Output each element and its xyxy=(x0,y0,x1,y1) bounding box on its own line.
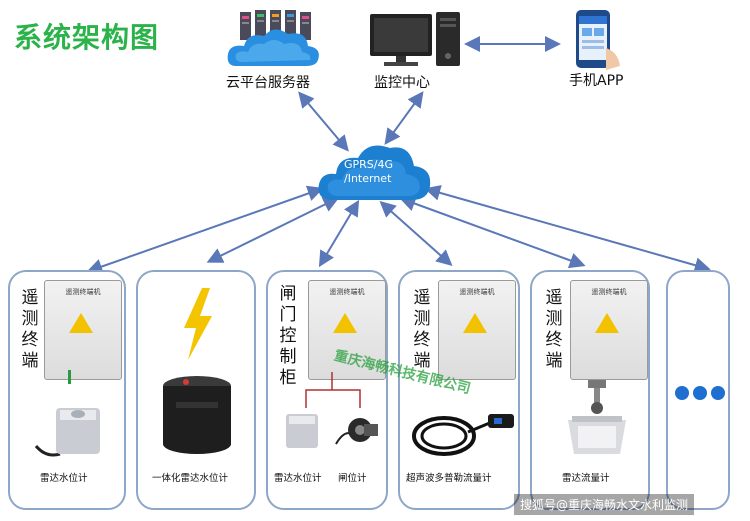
cabinet-name: 遥测终端机 xyxy=(329,288,365,296)
arrow-network-panel2 xyxy=(206,197,340,263)
warning-icon xyxy=(69,313,93,333)
more-dots-icon xyxy=(675,386,725,400)
panel-4-side-text: 遥 测 终 端 xyxy=(413,288,431,371)
panel-4-caption: 超声波多普勒流量计 xyxy=(406,473,492,484)
rtu-cabinet: 遥测终端机 xyxy=(570,280,648,380)
arrow-server-network xyxy=(298,91,349,152)
radar-flowmeter-icon xyxy=(568,380,626,454)
panel-1-side-text: 遥 测 终 端 xyxy=(21,288,39,371)
lightning-icon xyxy=(184,288,212,360)
rtu-cabinet: 遥测终端机 xyxy=(44,280,122,380)
monitor-center-label: 监控中心 xyxy=(374,75,430,91)
cloud-server-icon xyxy=(226,8,322,72)
warning-icon xyxy=(333,313,357,333)
sohu-credit: 搜狐号@重庆海畅水文水利监测 xyxy=(514,494,695,515)
arrow-network-panel5 xyxy=(399,195,586,269)
cabinet-name: 遥测终端机 xyxy=(459,288,495,296)
gate-position-sensor-icon xyxy=(335,418,378,445)
cabinet-name: 遥测终端机 xyxy=(591,288,627,296)
terminal-panel-1: 遥 测 终 端 遥测终端机 雷达水位计 xyxy=(8,270,126,510)
warning-icon xyxy=(463,313,487,333)
rtu-cabinet: 遥测终端机 xyxy=(438,280,516,380)
arrow-network-panel6 xyxy=(424,185,711,273)
terminal-panel-5: 遥 测 终 端 遥测终端机 雷达流量计 xyxy=(530,270,650,510)
arrow-network-panel4 xyxy=(379,201,453,266)
doppler-flowmeter-icon xyxy=(412,414,514,456)
panel-3-caption-2: 闸位计 xyxy=(338,473,367,484)
more-terminals-panel xyxy=(666,270,730,510)
panel-3-caption-1: 雷达水位计 xyxy=(274,473,322,484)
arrow-network-panel3 xyxy=(318,199,360,268)
terminal-panel-2: 一体化雷达水位计 xyxy=(136,270,256,510)
monitor-computer-icon xyxy=(364,10,464,70)
diagram-title: 系统架构图 xyxy=(14,21,160,54)
mobile-phone-icon xyxy=(566,8,624,70)
terminal-panel-4: 遥 测 终 端 遥测终端机 超声波多普勒流量计 xyxy=(398,270,520,510)
cabinet-name: 遥测终端机 xyxy=(65,288,101,296)
cloud-server-label: 云平台服务器 xyxy=(226,75,310,91)
network-cloud-icon: GPRS/4G /Internet xyxy=(316,134,434,204)
arrow-monitor-network xyxy=(384,91,424,145)
rtu-cabinet: 遥测终端机 xyxy=(308,280,386,380)
cable-lines xyxy=(305,372,361,408)
radar-level-sensor-icon xyxy=(286,414,318,448)
mobile-app-label: 手机APP xyxy=(569,73,624,89)
radar-level-sensor-icon xyxy=(34,408,100,457)
network-label: GPRS/4G /Internet xyxy=(344,158,394,185)
panel-5-caption: 雷达流量计 xyxy=(562,473,610,484)
warning-icon xyxy=(595,313,619,333)
panel-1-caption: 雷达水位计 xyxy=(40,473,88,484)
gate-control-panel: 闸 门 控 制 柜 遥测终端机 雷达水位计 闸位计 xyxy=(266,270,388,510)
panel-3-side-text: 闸 门 控 制 柜 xyxy=(279,284,297,388)
panel-5-side-text: 遥 测 终 端 xyxy=(545,288,563,371)
cable-line xyxy=(68,370,71,384)
panel-2-caption: 一体化雷达水位计 xyxy=(152,473,229,484)
integrated-radar-level-gauge-icon xyxy=(163,376,231,454)
arrow-network-panel1 xyxy=(86,185,324,275)
